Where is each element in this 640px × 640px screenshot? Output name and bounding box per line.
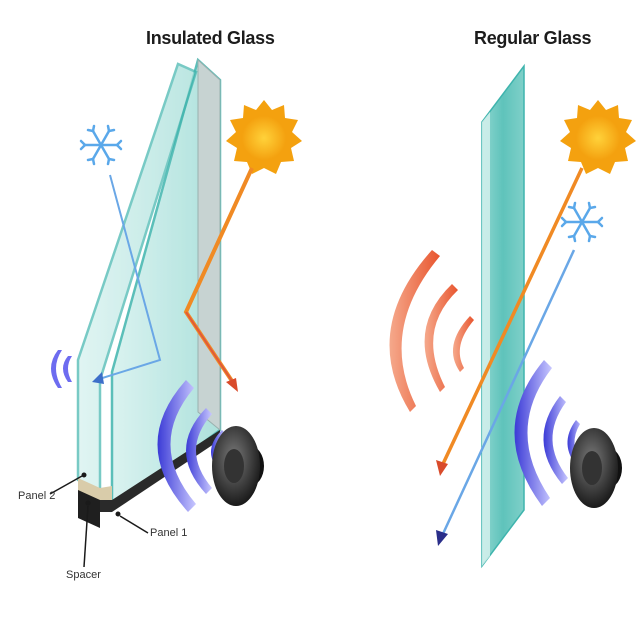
speaker-icon bbox=[212, 426, 264, 506]
panel-2-label: Panel 2 bbox=[18, 490, 56, 502]
sound-wave-icon bbox=[51, 350, 72, 388]
snowflake-icon bbox=[560, 201, 604, 243]
regular-glass-pane bbox=[481, 63, 525, 569]
speaker-icon bbox=[570, 428, 622, 508]
heat-ray-regular bbox=[436, 167, 584, 476]
panel-1-label: Panel 1 bbox=[150, 527, 188, 539]
insulated-glass-unit bbox=[76, 57, 222, 528]
callout-lines bbox=[49, 472, 149, 568]
sun-icon bbox=[226, 100, 302, 174]
spacer-label: Spacer bbox=[66, 569, 101, 581]
panel-1-callout bbox=[119, 515, 149, 534]
regular-glass-title: Regular Glass bbox=[474, 28, 592, 48]
insulated-glass-title: Insulated Glass bbox=[146, 28, 275, 48]
panel-2-callout bbox=[49, 475, 83, 495]
spacer-callout bbox=[83, 505, 89, 568]
sun-icon bbox=[560, 100, 636, 174]
sound-waves-regular bbox=[514, 360, 582, 506]
heat-ray-insulated bbox=[183, 167, 254, 392]
heat-wave-icon bbox=[389, 250, 474, 412]
spacer-top bbox=[78, 478, 112, 500]
cold-ray-regular bbox=[436, 249, 576, 546]
snowflake-icon bbox=[79, 124, 123, 166]
cold-ray-reflected bbox=[92, 174, 162, 384]
